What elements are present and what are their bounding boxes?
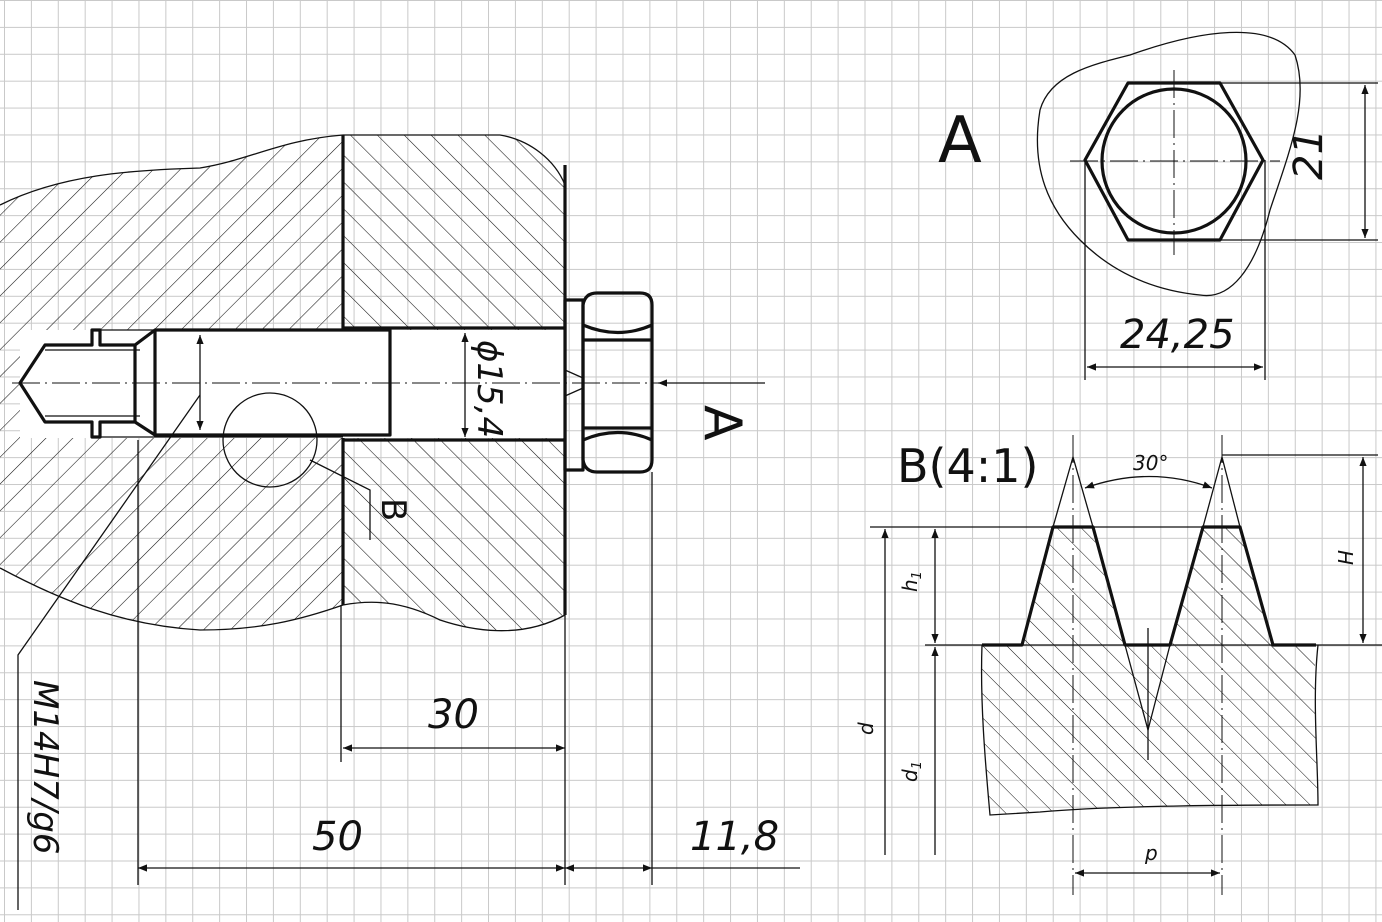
view-a-width-label: 24,25 bbox=[1120, 312, 1235, 358]
washer-and-nut bbox=[563, 291, 654, 474]
detail-b-marker: B bbox=[373, 498, 413, 521]
detail-b-angle-label: 30° bbox=[1133, 451, 1168, 475]
detail-b-d-label: d bbox=[854, 722, 878, 735]
dim-50-label: 50 bbox=[312, 814, 363, 860]
view-a-hex-nut bbox=[1036, 31, 1378, 380]
dimensions bbox=[137, 440, 800, 885]
detail-b-title: B(4:1) bbox=[897, 439, 1038, 493]
detail-b-d1-label: d1 bbox=[898, 761, 925, 782]
bore-diameter-label: ϕ15,4 bbox=[469, 340, 509, 438]
dim-11-8-label: 11,8 bbox=[690, 814, 779, 860]
dim-30-label: 30 bbox=[428, 692, 479, 738]
detail-b-circle bbox=[222, 392, 318, 488]
thread-leader bbox=[17, 394, 201, 910]
view-a-arrow-label: A bbox=[692, 405, 752, 441]
view-a-title: A bbox=[938, 104, 982, 178]
bore bbox=[20, 330, 565, 438]
detail-b-h1-label: h1 bbox=[898, 571, 925, 592]
view-a-height-label: 21 bbox=[1286, 129, 1332, 180]
thread-fit-label: M14H7/g6 bbox=[25, 680, 65, 854]
detail-b-leader bbox=[309, 459, 371, 540]
detail-b-thread-profile bbox=[870, 435, 1382, 895]
detail-b-H-label: H bbox=[1333, 550, 1357, 565]
detail-b-p-label: p bbox=[1144, 841, 1158, 865]
